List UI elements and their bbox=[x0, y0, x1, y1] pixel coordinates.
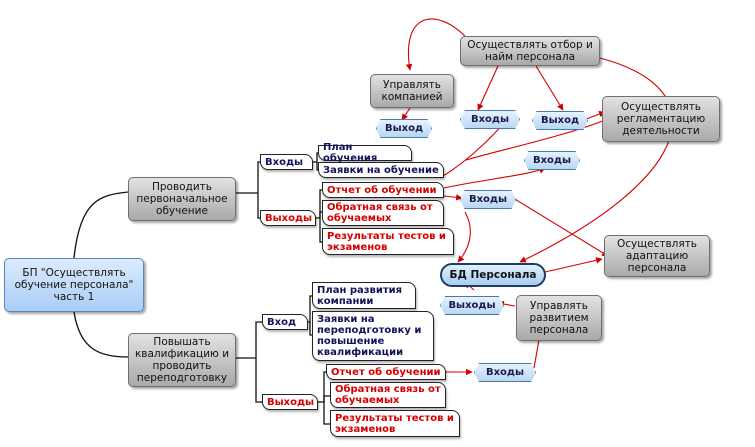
branch-initial-training-label: Проводить первоначальное обучение bbox=[136, 181, 228, 217]
process-manage-company-label: Управлять компанией bbox=[381, 79, 443, 103]
connector-vhody-2-label: Входы bbox=[532, 154, 572, 166]
database-personnel[interactable]: БД Персонала bbox=[440, 263, 546, 287]
connector-vhody-2[interactable]: Входы bbox=[524, 151, 580, 170]
branch-qualification-label: Повышать квалификацию и проводить перепо… bbox=[134, 336, 230, 384]
output2-trainee-feedback[interactable]: Обратная связь от обучаемых bbox=[330, 382, 446, 408]
branch2-outputs-label: Выходы bbox=[267, 396, 315, 408]
output-trainee-feedback-label: Обратная связь от обучаемых bbox=[327, 202, 433, 224]
process-recruit[interactable]: Осуществлять отбор и найм персонала bbox=[460, 36, 600, 66]
connector-vhody-1-label: Входы bbox=[470, 113, 510, 125]
branch1-outputs-label: Выходы bbox=[265, 212, 313, 224]
input-development-plan[interactable]: План развития компании bbox=[312, 282, 416, 309]
branch1-outputs-node[interactable]: Выходы bbox=[260, 210, 316, 226]
branch-qualification[interactable]: Повышать квалификацию и проводить перепо… bbox=[128, 333, 236, 387]
branch2-outputs-node[interactable]: Выходы bbox=[262, 394, 318, 410]
process-regulate-label: Осуществлять регламентацию деятельности bbox=[616, 101, 706, 137]
output2-trainee-feedback-label: Обратная связь от обучаемых bbox=[335, 384, 441, 406]
database-personnel-label: БД Персонала bbox=[449, 269, 537, 281]
connector-vyhod-2[interactable]: Выход bbox=[532, 111, 588, 130]
output2-training-report[interactable]: Отчет об обучении bbox=[326, 364, 446, 380]
input-retraining-requests-label: Заявки на переподготовку и повышение ква… bbox=[317, 314, 422, 358]
branch2-inputs-node[interactable]: Вход bbox=[262, 314, 308, 330]
input-retraining-requests[interactable]: Заявки на переподготовку и повышение ква… bbox=[312, 311, 434, 361]
connector-vyhod-2-label: Выход bbox=[540, 114, 580, 126]
branch-initial-training[interactable]: Проводить первоначальное обучение bbox=[128, 177, 236, 221]
process-develop[interactable]: Управлять развитием персонала bbox=[516, 295, 602, 341]
output2-test-results[interactable]: Результаты тестов и экзаменов bbox=[330, 410, 460, 437]
process-recruit-label: Осуществлять отбор и найм персонала bbox=[467, 39, 593, 63]
input-development-plan-label: План развития компании bbox=[317, 284, 403, 307]
connector-vyhody-4-label: Выходы bbox=[448, 299, 496, 311]
branch1-inputs-node[interactable]: Входы bbox=[260, 154, 313, 170]
connector-vhody-1[interactable]: Входы bbox=[460, 110, 520, 129]
process-regulate[interactable]: Осуществлять регламентацию деятельности bbox=[602, 96, 720, 142]
output-test-results[interactable]: Результаты тестов и экзаменов bbox=[322, 228, 454, 255]
input-training-requests-label: Заявки на обучение bbox=[323, 164, 439, 176]
connector-vhody-3-label: Входы bbox=[468, 193, 508, 205]
connector-vyhod-1[interactable]: Выход bbox=[376, 119, 432, 138]
connector-vyhod-1-label: Выход bbox=[384, 122, 424, 134]
connector-vyhody-4[interactable]: Выходы bbox=[440, 296, 504, 315]
input-training-plan-label: План обучения bbox=[323, 142, 378, 164]
process-develop-label: Управлять развитием персонала bbox=[529, 300, 589, 336]
output-trainee-feedback[interactable]: Обратная связь от обучаемых bbox=[322, 200, 444, 226]
process-manage-company[interactable]: Управлять компанией bbox=[370, 74, 454, 108]
branch2-inputs-label: Вход bbox=[267, 316, 297, 328]
connector-vhody-3[interactable]: Входы bbox=[460, 190, 516, 209]
output2-test-results-label: Результаты тестов и экзаменов bbox=[335, 412, 454, 435]
output-test-results-label: Результаты тестов и экзаменов bbox=[327, 230, 446, 253]
input-training-plan[interactable]: План обучения bbox=[318, 142, 412, 164]
process-adapt-label: Осуществлять адаптацию персонала bbox=[616, 238, 697, 274]
root-process-box[interactable]: БП "Осуществлять обучение персонала" час… bbox=[4, 258, 144, 312]
connector-vhody-5-label: Входы bbox=[485, 366, 525, 378]
output-training-report-label: Отчет об обучении bbox=[327, 184, 437, 196]
input-training-requests[interactable]: Заявки на обучение bbox=[318, 162, 444, 178]
process-adapt[interactable]: Осуществлять адаптацию персонала bbox=[604, 235, 710, 277]
branch1-inputs-label: Входы bbox=[265, 156, 304, 168]
output-training-report[interactable]: Отчет об обучении bbox=[322, 182, 444, 198]
root-process-label: БП "Осуществлять обучение персонала" час… bbox=[14, 267, 134, 303]
connector-vhody-5[interactable]: Входы bbox=[474, 363, 536, 382]
output2-training-report-label: Отчет об обучении bbox=[331, 366, 441, 378]
